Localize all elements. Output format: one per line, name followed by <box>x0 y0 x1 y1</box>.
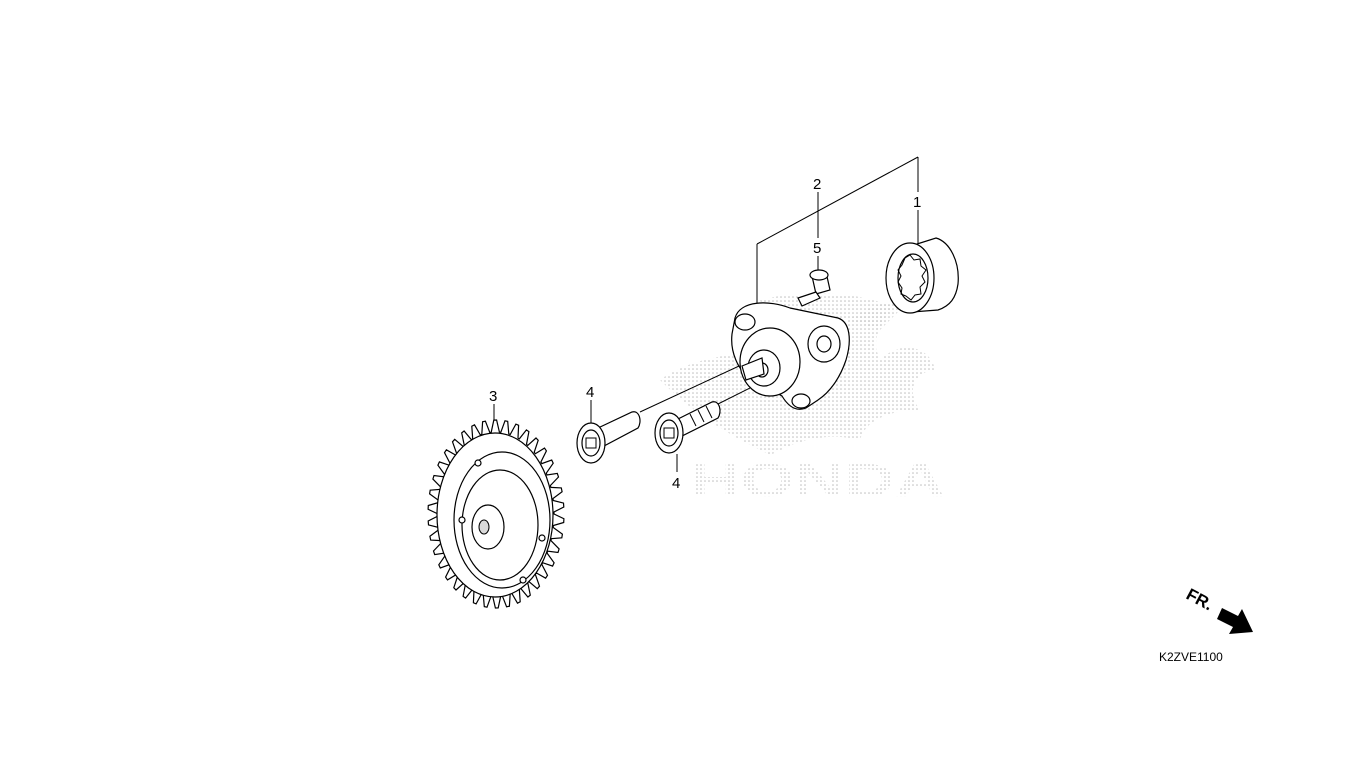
callout-2: 2 <box>813 176 821 193</box>
oil-pump-body <box>731 302 850 410</box>
callout-4-right: 4 <box>672 475 680 492</box>
front-label: FR. <box>1183 585 1216 615</box>
callout-1: 1 <box>913 194 921 211</box>
callouts: 1 2 5 3 4 4 <box>489 176 921 492</box>
arrow-down-right-icon <box>1217 608 1253 634</box>
honda-wordmark: HONDA <box>690 454 945 506</box>
pump-driven-gear <box>427 419 565 609</box>
callout-5: 5 <box>813 240 821 257</box>
small-screw <box>797 269 831 307</box>
oil-pump-rotor <box>885 237 959 314</box>
callout-4-left: 4 <box>586 384 594 401</box>
flange-bolt-right <box>654 401 721 454</box>
flange-bolt-left <box>576 411 641 464</box>
callout-3: 3 <box>489 388 497 405</box>
front-direction-indicator: FR. <box>1183 585 1253 634</box>
diagram-code: K2ZVE1100 <box>1159 650 1223 664</box>
